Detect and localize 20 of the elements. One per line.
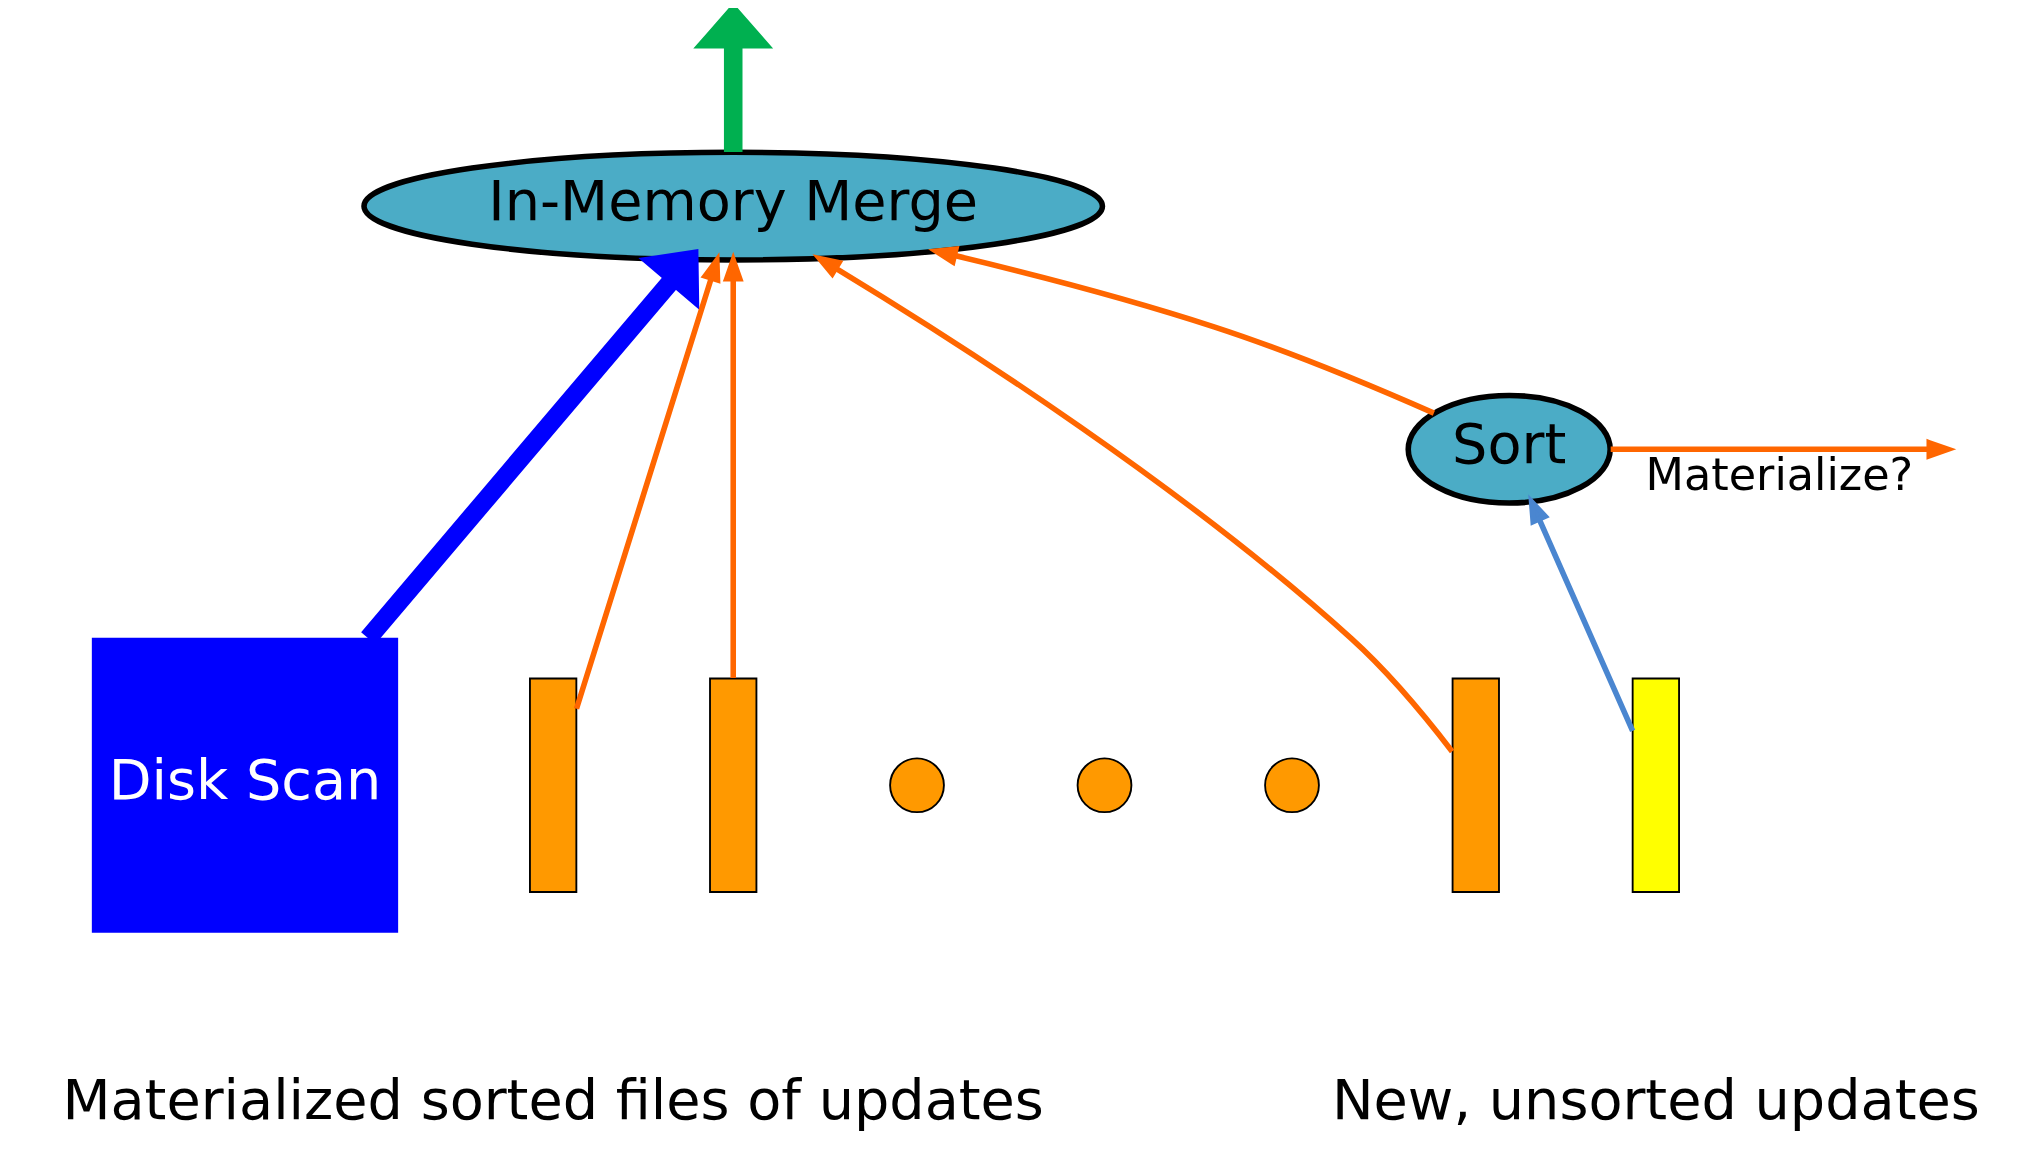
- arrow: [722, 251, 744, 678]
- node-bar: [709, 677, 758, 893]
- arrow: [693, 8, 774, 153]
- arrow: [573, 252, 721, 710]
- node-bar: [529, 677, 578, 893]
- label: Materialized sorted files of updates: [62, 1067, 1044, 1133]
- node-bar: [1451, 677, 1500, 893]
- node-circle: [889, 757, 945, 814]
- arrow: [928, 245, 1435, 416]
- node-ellipse: Sort: [1405, 392, 1613, 506]
- node-circle: [1264, 757, 1320, 814]
- arrow: [1610, 438, 1957, 460]
- node-bar: [1631, 677, 1680, 893]
- arrow: [812, 254, 1455, 754]
- node-box: Disk Scan: [91, 637, 399, 933]
- edge-label: Materialize?: [1645, 449, 1914, 502]
- node-circle: [1076, 757, 1133, 814]
- node-ellipse: In-Memory Merge: [361, 149, 1106, 263]
- arrow: [1528, 494, 1636, 732]
- label: New, unsorted updates: [1331, 1067, 1980, 1133]
